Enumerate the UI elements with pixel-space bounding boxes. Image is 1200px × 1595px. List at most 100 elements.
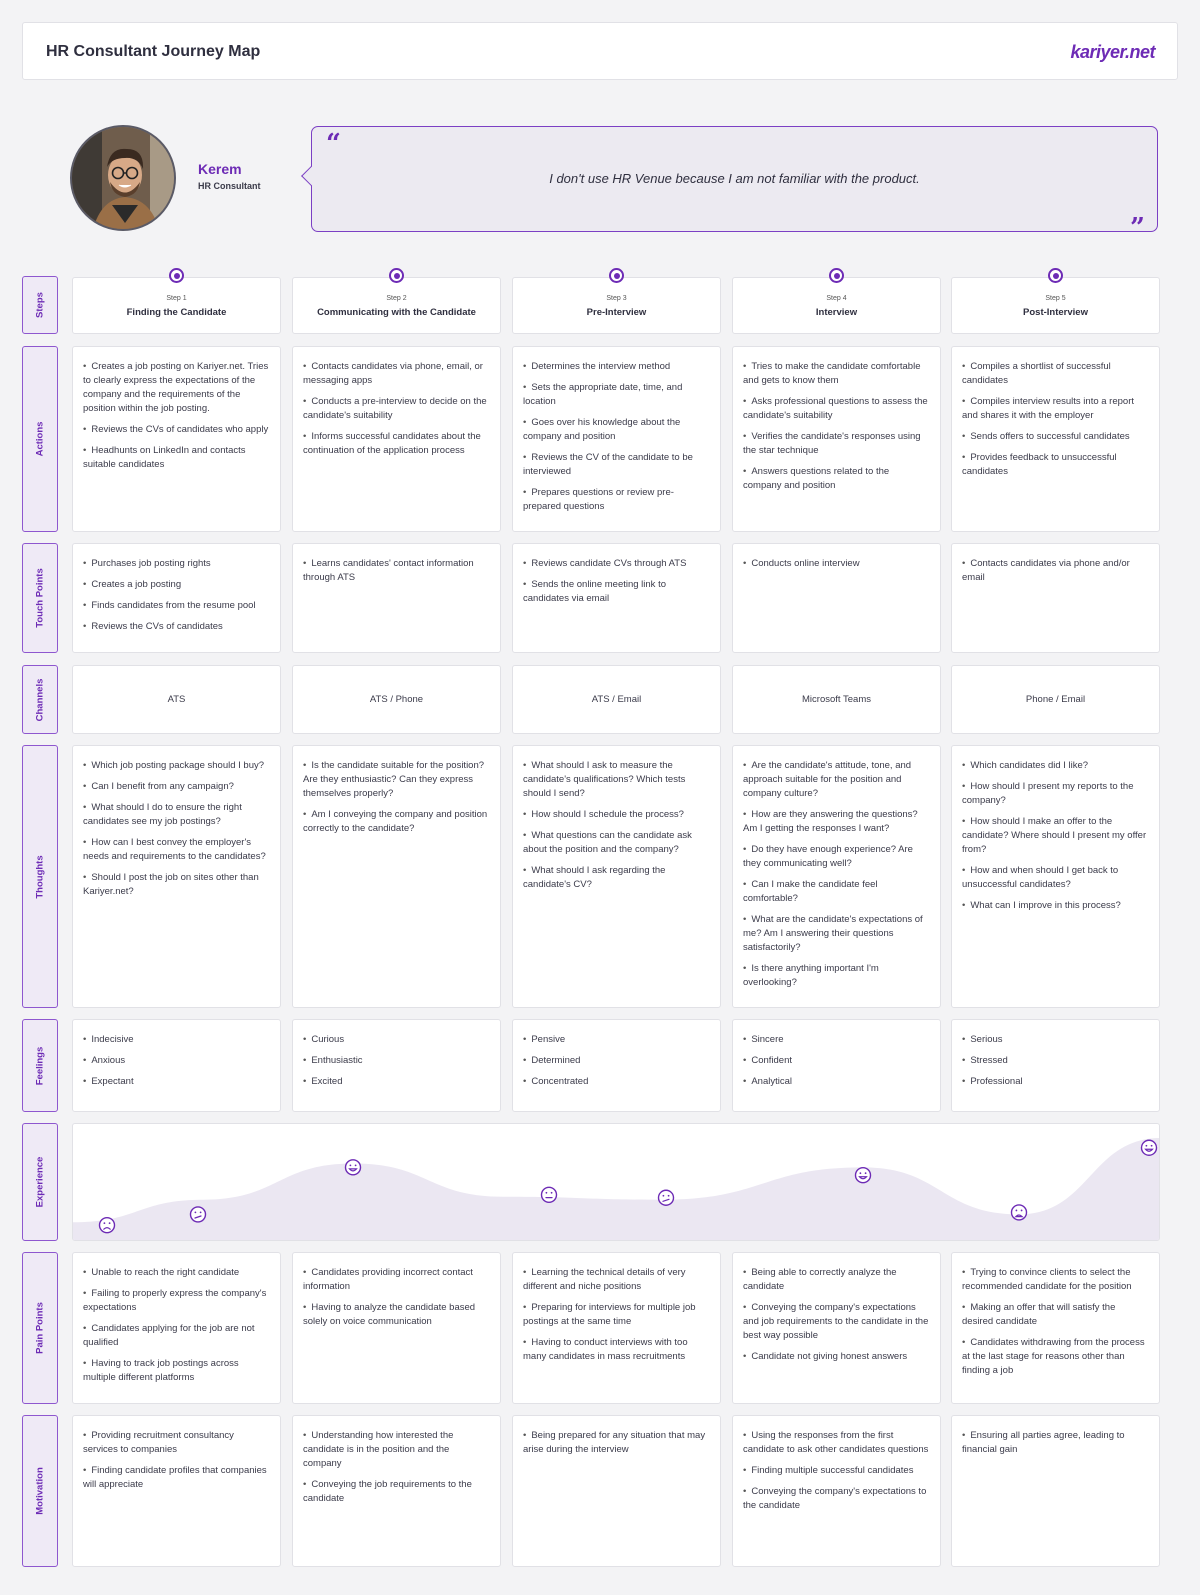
list-item: Reviews the CV of the candidate to be in… — [523, 451, 710, 479]
channel-cell: ATS — [72, 665, 281, 734]
actions-cell: Tries to make the candidate comfortable … — [732, 346, 941, 532]
list-item: Verifies the candidate's responses using… — [743, 430, 930, 458]
list-item: Stressed — [962, 1054, 1149, 1068]
list-item: Having to analyze the candidate based so… — [303, 1301, 490, 1329]
list-item: How should I schedule the process? — [523, 808, 710, 822]
list-item: What should I ask regarding the candidat… — [523, 864, 710, 892]
step-number: Step 1 — [166, 295, 187, 302]
feelings-cell: Serious Stressed Professional — [951, 1019, 1160, 1112]
step-card[interactable]: Step 5 Post-Interview — [951, 277, 1160, 334]
list-item: Finding candidate profiles that companie… — [83, 1464, 270, 1492]
list-item: Unable to reach the right candidate — [83, 1266, 270, 1280]
step-card[interactable]: Step 4 Interview — [732, 277, 941, 334]
motivation-cell: Understanding how interested the candida… — [292, 1415, 501, 1567]
touch-points-cell: Conducts online interview — [732, 543, 941, 653]
confused-face-icon — [189, 1206, 207, 1223]
neutral-face-icon — [540, 1186, 558, 1204]
motivation-cell: Using the responses from the first candi… — [732, 1415, 941, 1567]
list-item: Should I post the job on sites other tha… — [83, 871, 270, 899]
list-item: Excited — [303, 1075, 490, 1089]
grinning-face-icon — [344, 1159, 362, 1176]
quote-open-icon: “ — [326, 129, 341, 159]
actions-cell: Compiles a shortlist of successful candi… — [951, 346, 1160, 532]
row-label-channels: Channels — [22, 665, 58, 734]
list-item: Preparing for interviews for multiple jo… — [523, 1301, 710, 1329]
step-marker-icon — [829, 268, 844, 283]
brand-logo[interactable]: kariyer.net — [1070, 42, 1155, 62]
thoughts-cell: Are the candidate's attitude, tone, and … — [732, 745, 941, 1008]
thoughts-cell: Is the candidate suitable for the positi… — [292, 745, 501, 1008]
list-item: Conducts a pre-interview to decide on th… — [303, 395, 490, 423]
list-item: Contacts candidates via phone, email, or… — [303, 360, 490, 388]
list-item: Conducts online interview — [743, 557, 930, 571]
list-item: What should I ask to measure the candida… — [523, 759, 710, 801]
list-item: Making an offer that will satisfy the de… — [962, 1301, 1149, 1329]
pain-points-cell: Candidates providing incorrect contact i… — [292, 1252, 501, 1404]
list-item: Having to track job postings across mult… — [83, 1357, 270, 1385]
step-title: Post-Interview — [1023, 307, 1088, 318]
list-item: Learning the technical details of very d… — [523, 1266, 710, 1294]
row-label-thoughts: Thoughts — [22, 745, 58, 1008]
list-item: Anxious — [83, 1054, 270, 1068]
frowning-face-icon — [98, 1216, 116, 1234]
feelings-cell: Curious Enthusiastic Excited — [292, 1019, 501, 1112]
experience-area — [73, 1138, 1159, 1240]
header: HR Consultant Journey Map kariyer.net — [22, 22, 1178, 80]
list-item: Finding multiple successful candidates — [743, 1464, 930, 1478]
step-card[interactable]: Step 1 Finding the Candidate — [72, 277, 281, 334]
pain-points-cell: Unable to reach the right candidate Fail… — [72, 1252, 281, 1404]
tired-face-icon — [1010, 1204, 1028, 1221]
step-title: Communicating with the Candidate — [317, 307, 476, 318]
feelings-cell: Sincere Confident Analytical — [732, 1019, 941, 1112]
list-item: Can I make the candidate feel comfortabl… — [743, 878, 930, 906]
list-item: Prepares questions or review pre-prepare… — [523, 486, 710, 514]
list-item: Do they have enough experience? Are they… — [743, 843, 930, 871]
row-label-experience: Experience — [22, 1123, 58, 1241]
step-number: Step 3 — [606, 295, 627, 302]
list-item: Having to conduct interviews with too ma… — [523, 1336, 710, 1364]
channel-cell: Microsoft Teams — [732, 665, 941, 734]
list-item: Being able to correctly analyze the cand… — [743, 1266, 930, 1294]
grinning-face-icon — [1140, 1139, 1158, 1156]
list-item: Indecisive — [83, 1033, 270, 1047]
list-item: Enthusiastic — [303, 1054, 490, 1068]
list-item: Which job posting package should I buy? — [83, 759, 270, 773]
list-item: Is the candidate suitable for the positi… — [303, 759, 490, 801]
quote-text: I don't use HR Venue because I am not fa… — [549, 171, 920, 186]
step-title: Pre-Interview — [586, 307, 647, 318]
step-marker-icon — [609, 268, 624, 283]
list-item: Conveying the company's expectations and… — [743, 1301, 930, 1343]
list-item: Professional — [962, 1075, 1149, 1089]
persona-role: HR Consultant — [198, 181, 261, 191]
feelings-cell: Pensive Determined Concentrated — [512, 1019, 721, 1112]
motivation-cell: Ensuring all parties agree, leading to f… — [951, 1415, 1160, 1567]
list-item: Creates a job posting on Kariyer.net. Tr… — [83, 360, 270, 416]
actions-cell: Creates a job posting on Kariyer.net. Tr… — [72, 346, 281, 532]
list-item: Provides feedback to unsuccessful candid… — [962, 451, 1149, 479]
feelings-cell: Indecisive Anxious Expectant — [72, 1019, 281, 1112]
list-item: Failing to properly express the company'… — [83, 1287, 270, 1315]
list-item: What are the candidate's expectations of… — [743, 913, 930, 955]
list-item: Is there anything important I'm overlook… — [743, 962, 930, 990]
list-item: Which candidates did I like? — [962, 759, 1149, 773]
list-item: Conveying the job requirements to the ca… — [303, 1478, 490, 1506]
touch-points-cell: Contacts candidates via phone and/or ema… — [951, 543, 1160, 653]
list-item: Trying to convince clients to select the… — [962, 1266, 1149, 1294]
list-item: Ensuring all parties agree, leading to f… — [962, 1429, 1149, 1457]
step-card[interactable]: Step 2 Communicating with the Candidate — [292, 277, 501, 334]
touch-points-cell: Reviews candidate CVs through ATS Sends … — [512, 543, 721, 653]
list-item: Tries to make the candidate comfortable … — [743, 360, 930, 388]
step-card[interactable]: Step 3 Pre-Interview — [512, 277, 721, 334]
thoughts-cell: Which job posting package should I buy? … — [72, 745, 281, 1008]
list-item: Understanding how interested the candida… — [303, 1429, 490, 1471]
persona-quote: “ I don't use HR Venue because I am not … — [301, 126, 1158, 243]
motivation-cell: Being prepared for any situation that ma… — [512, 1415, 721, 1567]
step-number: Step 2 — [386, 295, 407, 302]
list-item: How should I make an offer to the candid… — [962, 815, 1149, 857]
list-item: What questions can the candidate ask abo… — [523, 829, 710, 857]
persona-name: Kerem — [198, 161, 242, 177]
quote-close-icon: ” — [1130, 213, 1145, 243]
step-number: Step 4 — [826, 295, 847, 302]
row-label-feelings: Feelings — [22, 1019, 58, 1112]
list-item: Purchases job posting rights — [83, 557, 270, 571]
